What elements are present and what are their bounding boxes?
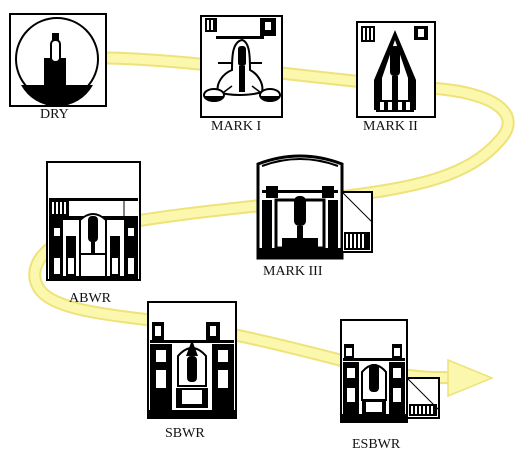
mark-i-containment-icon: [200, 15, 283, 118]
esbwr-containment-icon: [340, 319, 440, 423]
arrow-head: [447, 358, 494, 398]
abwr-containment-icon: [46, 161, 141, 281]
esbwr-label: ESBWR: [352, 437, 401, 452]
mark-iii-label: MARK III: [263, 264, 323, 279]
mark-iii-containment-icon: [256, 154, 373, 260]
dry-containment-icon: [9, 13, 107, 107]
sbwr-label: SBWR: [165, 426, 205, 441]
sbwr-containment-icon: [147, 301, 237, 419]
mark-ii-label: MARK II: [363, 119, 418, 134]
dry-label: DRY: [40, 107, 69, 122]
abwr-label: ABWR: [69, 291, 111, 306]
mark-ii-containment-icon: [356, 21, 436, 118]
mark-i-label: MARK I: [211, 119, 262, 134]
